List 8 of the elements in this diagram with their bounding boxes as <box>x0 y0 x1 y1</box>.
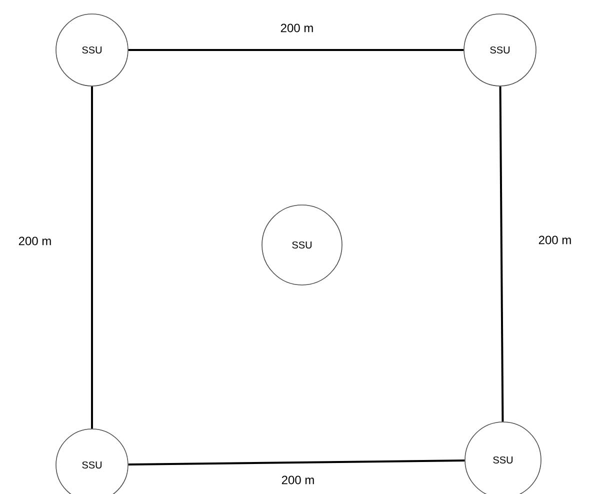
distance-label: 200 m <box>17 236 53 246</box>
distance-label: 200 m <box>279 22 315 34</box>
connector-line <box>91 86 93 429</box>
connector-line <box>128 459 465 466</box>
connector-line <box>128 49 464 51</box>
connector-line <box>499 86 504 422</box>
distance-label: 200 m <box>280 474 316 486</box>
distance-label: 200 m <box>537 234 573 246</box>
